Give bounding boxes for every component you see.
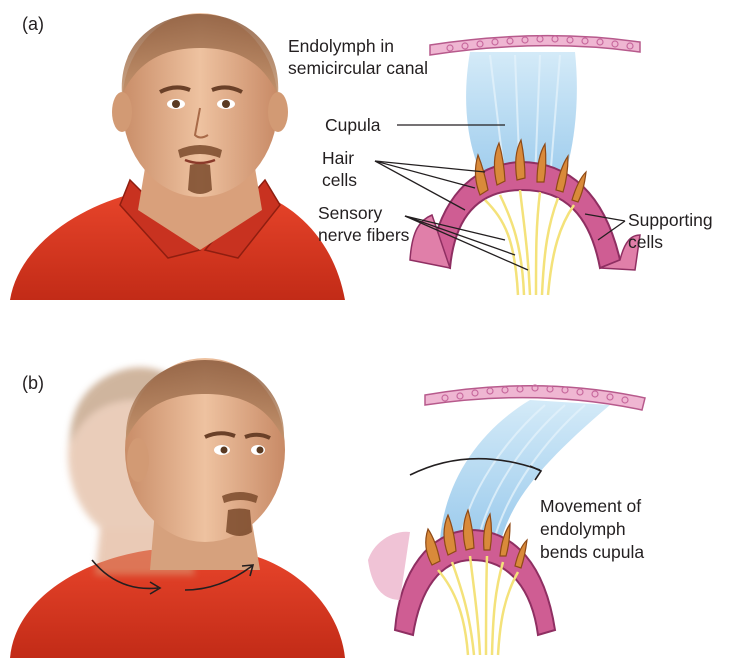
movement-label-line2: endolymph xyxy=(540,519,626,539)
crista-ampullaris-illustration xyxy=(410,36,640,295)
hair-cells-label-line2: cells xyxy=(322,170,357,190)
ear-turned xyxy=(127,438,149,482)
endolymph-label-line1: Endolymph in xyxy=(288,36,394,56)
supporting-cells-label-line2: cells xyxy=(628,232,663,252)
crista-base-b xyxy=(395,530,555,635)
movement-label-line1: Movement of xyxy=(540,496,641,516)
supporting-cells-label-line1: Supporting xyxy=(628,210,713,230)
pupil-turned-2 xyxy=(257,447,264,454)
panel-a: (a) xyxy=(10,13,713,300)
movement-label-line3: bends cupula xyxy=(540,542,644,562)
sensory-nerve-fibers-label-line1: Sensory xyxy=(318,203,382,223)
sensory-nerve-fibers xyxy=(485,190,574,295)
man-turning-illustration xyxy=(10,358,345,658)
panel-b: (b) xyxy=(10,358,645,658)
endolymph-label-line2: semicircular canal xyxy=(288,58,428,78)
panel-b-label: (b) xyxy=(22,373,44,393)
man-front-illustration xyxy=(10,13,345,300)
panel-a-label: (a) xyxy=(22,14,44,34)
left-ear xyxy=(112,92,132,132)
right-pupil xyxy=(222,100,230,108)
hair-cells-label-line1: Hair xyxy=(322,148,354,168)
sensory-nerve-fibers-label-line2: nerve fibers xyxy=(318,225,410,245)
cupula-label: Cupula xyxy=(325,115,381,135)
pupil-turned-1 xyxy=(221,447,228,454)
left-pupil xyxy=(172,100,180,108)
right-ear xyxy=(268,92,288,132)
